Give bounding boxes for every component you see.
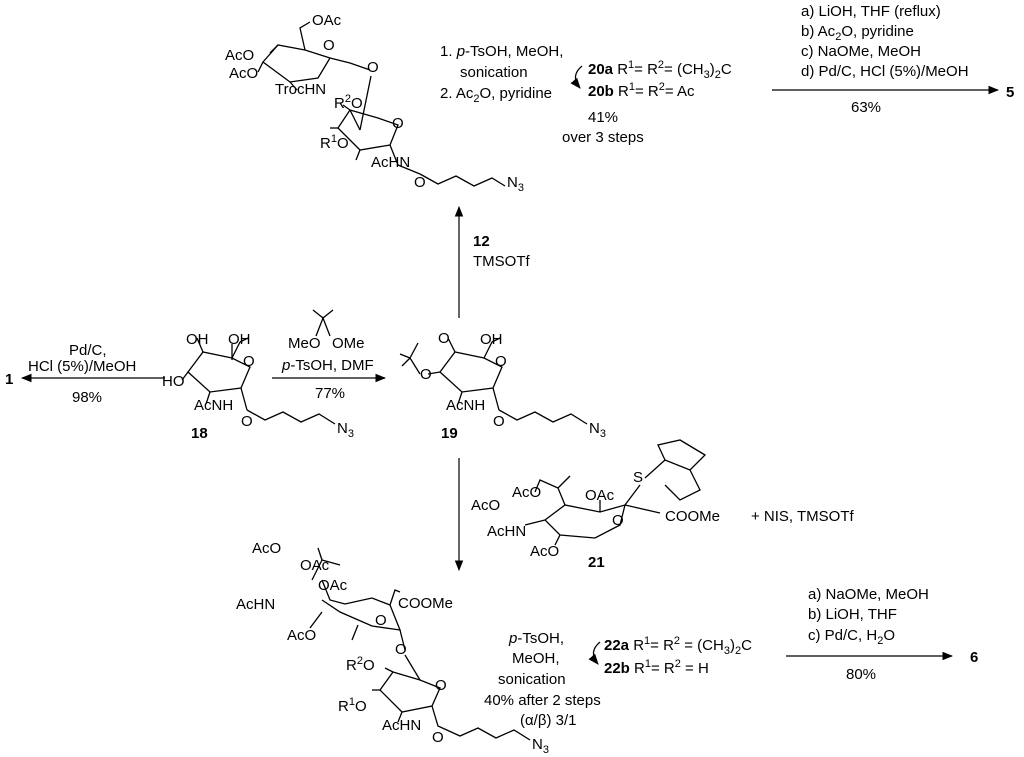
- achn-21: AcHN: [487, 523, 526, 540]
- ring-o-22-bottom: O: [435, 677, 447, 694]
- aco-21-b: AcO: [471, 497, 500, 514]
- top-step1: 1. p-TsOH, MeOH,: [440, 43, 563, 60]
- ho-18: HO: [162, 373, 185, 390]
- curved-arrow-top: [570, 65, 583, 89]
- bottom-cond-3: sonication: [498, 671, 566, 688]
- o-19-top: O: [438, 330, 450, 347]
- aco-22-top: AcO: [252, 540, 281, 557]
- middle-cond: p-TsOH, DMF: [281, 357, 374, 374]
- acnh-18: AcNH: [194, 397, 233, 414]
- o-glyc-20: O: [414, 174, 426, 191]
- achn-22: AcHN: [236, 596, 275, 613]
- bottom-ratio: (α/β) 3/1: [520, 712, 576, 729]
- reagent-tmsotf: TMSOTf: [473, 253, 530, 270]
- label-20b: 20b R1= R2= Ac: [588, 81, 695, 100]
- o-glyc-22: O: [432, 729, 444, 746]
- cond-5-b: b) Ac2O, pyridine: [801, 23, 914, 43]
- left-yield: 98%: [72, 389, 102, 406]
- yield-5: 63%: [851, 99, 881, 116]
- azide-19: N3: [589, 420, 606, 440]
- aco-20-c4: AcO: [225, 47, 254, 64]
- left-cond-1: Pd/C,: [69, 342, 107, 359]
- top-yield-note: over 3 steps: [562, 129, 644, 146]
- oh-18-c6: OH: [228, 331, 251, 348]
- achn-22-bottom: AcHN: [382, 717, 421, 734]
- bottom-yield: 40% after 2 steps: [484, 692, 601, 709]
- o-link-20: O: [367, 59, 379, 76]
- cond-5-d: d) Pd/C, HCl (5%)/MeOH: [801, 63, 969, 80]
- oh-19: OH: [480, 331, 503, 348]
- cond-6-a: a) NaOMe, MeOH: [808, 586, 929, 603]
- ring-o-20-top: O: [323, 37, 335, 54]
- cond-5-c: c) NaOMe, MeOH: [801, 43, 921, 60]
- compound-21-structure: AcO AcO OAc S O COOMe AcHN AcO 21: [471, 439, 720, 571]
- compound-19-structure: O O OH O AcNH O N3 19: [399, 330, 606, 442]
- ring-o-22-top: O: [375, 612, 387, 629]
- left-cond-2: HCl (5%)/MeOH: [28, 358, 136, 375]
- top-step2: 2. Ac2O, pyridine: [440, 85, 552, 105]
- compound-21-label: 21: [588, 554, 605, 571]
- coome-21: COOMe: [665, 508, 720, 525]
- ring-o-19: O: [495, 353, 507, 370]
- reagent-12: 12: [473, 233, 490, 250]
- product-1-label: 1: [5, 371, 13, 388]
- trochn-20: TrocHN: [275, 81, 326, 98]
- aco-20-c3: AcO: [229, 65, 258, 82]
- aco-21-c: AcO: [530, 543, 559, 560]
- azide-20: N3: [507, 174, 524, 194]
- oac-20-c6: OAc: [312, 12, 342, 29]
- ring-o-18: O: [243, 353, 255, 370]
- top-step1b: sonication: [460, 64, 528, 81]
- compound-22-structure: AcO OAc OAc AcHN AcO O COOMe O R2O R1O O…: [236, 540, 549, 756]
- azide-18: N3: [337, 420, 354, 440]
- ring-o-20-bottom: O: [392, 115, 404, 132]
- sialyl-reagent: + NIS, TMSOTf: [751, 508, 854, 525]
- azide-22: N3: [532, 736, 549, 756]
- o-glyc-18: O: [241, 413, 253, 430]
- oac-21: OAc: [585, 487, 615, 504]
- ome: OMe: [332, 335, 365, 352]
- bottom-cond-2: MeOH,: [512, 650, 560, 667]
- bottom-cond-1: p-TsOH,: [508, 630, 564, 647]
- r1o-20: R1O: [320, 133, 349, 152]
- cond-6-c: c) Pd/C, H2O: [808, 627, 895, 647]
- oac-22-a: OAc: [300, 557, 330, 574]
- aco-22-bottom: AcO: [287, 627, 316, 644]
- oh-18-top: OH: [186, 331, 209, 348]
- s-21: S: [633, 469, 643, 486]
- yield-6: 80%: [846, 666, 876, 683]
- dimethoxypropane-structure: MeO OMe: [288, 309, 365, 352]
- r2o-22: R2O: [346, 655, 375, 674]
- cond-5-a: a) LiOH, THF (reflux): [801, 3, 941, 20]
- curved-arrow-bottom: [588, 641, 601, 665]
- o-link-22: O: [395, 641, 407, 658]
- label-22b: 22b R1= R2 = H: [604, 658, 709, 677]
- top-yield: 41%: [588, 109, 618, 126]
- coome-22: COOMe: [398, 595, 453, 612]
- product-5-label: 5: [1006, 84, 1014, 101]
- o-glyc-19: O: [493, 413, 505, 430]
- oac-22-b: OAc: [318, 577, 348, 594]
- compound-18-label: 18: [191, 425, 208, 442]
- label-20a: 20a R1= R2= (CH3)2C: [588, 59, 732, 81]
- acnh-19: AcNH: [446, 397, 485, 414]
- label-22a: 22a R1= R2 = (CH3)2C: [604, 635, 752, 657]
- achn-20: AcHN: [371, 154, 410, 171]
- r2o-20: R2O: [334, 93, 363, 112]
- compound-18-structure: OH OH HO O AcNH O N3 18: [162, 331, 354, 442]
- compound-19-label: 19: [441, 425, 458, 442]
- product-6-label: 6: [970, 649, 978, 666]
- ring-o-21: O: [612, 512, 624, 529]
- r1o-22: R1O: [338, 696, 367, 715]
- middle-yield: 77%: [315, 385, 345, 402]
- cond-6-b: b) LiOH, THF: [808, 606, 897, 623]
- compound-20-structure: OAc AcO AcO O TrocHN O R2O R1O O AcHN O …: [225, 12, 524, 194]
- o-19-left: O: [420, 366, 432, 383]
- aco-21-a: AcO: [512, 484, 541, 501]
- meo: MeO: [288, 335, 321, 352]
